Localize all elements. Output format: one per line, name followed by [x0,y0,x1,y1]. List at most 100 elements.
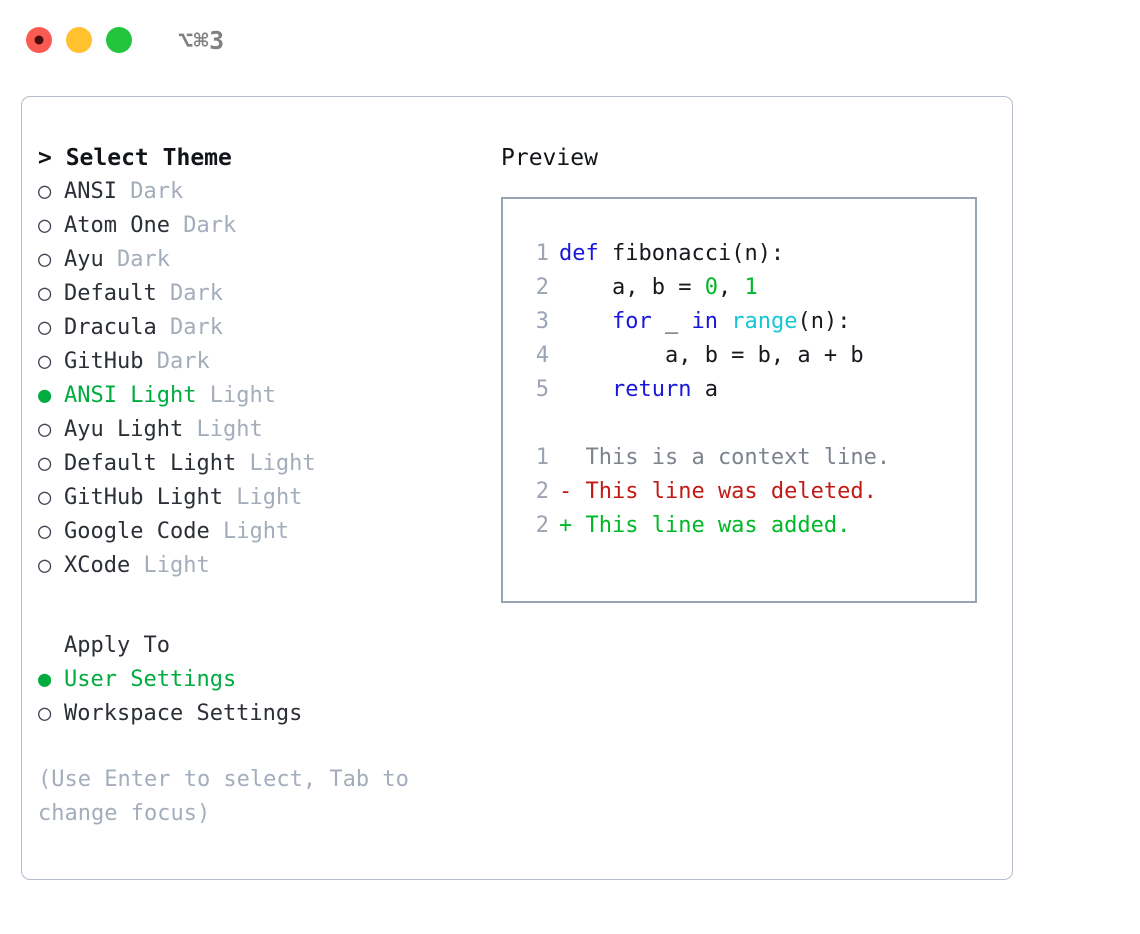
code-token-plain: a [691,377,718,402]
theme-variant-tag: Light [143,553,210,578]
keyboard-shortcut-label: ⌥⌘3 [178,25,225,55]
code-token-num: 0 [704,275,718,300]
code-token-ctx: This is a context line. [559,445,891,470]
diff-line: 2+ This line was added. [523,509,975,543]
theme-list: ○ANSI Dark○Atom One Dark○Ayu Dark○Defaul… [38,175,488,583]
section-spacer [38,583,488,629]
label-tag-separator [210,519,223,544]
theme-option-label: XCode [64,553,131,578]
code-token-plain [559,309,612,334]
code-token-kw: return [611,377,692,402]
line-number: 2 [535,513,549,538]
maximize-button[interactable] [106,27,132,53]
theme-option-github-light[interactable]: ○GitHub Light Light [38,481,488,515]
code-token-plain: (n): [797,309,851,334]
theme-selector-dialog: > Select Theme ○ANSI Dark○Atom One Dark○… [21,96,1013,880]
radio-unselected-icon: ○ [38,179,52,204]
label-tag-separator [157,315,170,340]
line-number: 1 [535,241,549,266]
theme-variant-tag: Dark [183,213,237,238]
apply-to-option-user-settings[interactable]: ● User Settings [38,663,488,697]
theme-option-label: Ayu Light [64,417,184,442]
theme-option-dracula[interactable]: ○Dracula Dark [38,311,488,345]
code-token-plain: , [717,275,745,300]
theme-option-ansi-light[interactable]: ● ANSI Light Light [38,379,488,413]
preview-title: Preview [501,145,598,171]
diff-line: 2 - This line was deleted. [523,475,975,509]
theme-option-google-code[interactable]: ○Google Code Light [38,515,488,549]
theme-option-label: Dracula [64,315,157,340]
line-number: 4 [535,343,549,368]
theme-variant-tag: Dark [169,315,223,340]
label-tag-separator [143,349,156,374]
apply-to-option-label: User Settings [64,667,237,692]
label-tag-separator [157,281,170,306]
theme-variant-tag: Light [236,485,303,510]
radio-selected-icon: ● [38,667,52,692]
apply-to-option-workspace-settings[interactable]: ○Workspace Settings [38,697,488,731]
theme-option-label: ANSI [64,179,117,204]
diff-sample: 1 This is a context line. 2 - This line wa… [523,441,975,543]
code-token-kw: def [559,241,599,266]
label-tag-separator [223,485,236,510]
theme-option-label: Default Light [64,451,237,476]
code-line: 2 a, b = 0, 1 [523,271,975,305]
theme-option-label: ANSI Light [64,383,197,408]
theme-variant-tag: Dark [156,349,210,374]
theme-variant-tag: Light [196,417,263,442]
radio-unselected-icon: ○ [38,417,52,442]
line-number: 2 [535,479,549,504]
theme-option-label: Ayu [64,247,104,272]
radio-selected-icon: ● [38,383,52,408]
theme-option-default[interactable]: ○Default Dark [38,277,488,311]
theme-option-ayu-light[interactable]: ○ Ayu Light Light [38,413,488,447]
code-token-del: - This line was deleted. [559,479,877,504]
theme-option-atom-one[interactable]: ○Atom One Dark [38,209,488,243]
code-token-plain: a, b = b, a + b [559,343,864,368]
radio-unselected-icon: ○ [38,553,52,578]
label-tag-separator [104,247,117,272]
label-tag-separator [130,553,143,578]
code-token-plain [559,377,612,402]
radio-unselected-icon: ○ [38,701,52,726]
line-number: 5 [535,377,549,402]
theme-option-label: Google Code [64,519,210,544]
close-button[interactable] [26,27,52,53]
radio-unselected-icon: ○ [38,281,52,306]
theme-option-label: Atom One [64,213,170,238]
theme-variant-tag: Dark [169,281,223,306]
code-token-kw: for [611,309,652,334]
code-token-num: 1 [744,275,758,300]
theme-variant-tag: Light [209,383,276,408]
theme-option-label: GitHub [64,349,144,374]
code-token-plain [718,309,731,334]
code-token-kw: in [691,309,718,334]
label-tag-separator [170,213,183,238]
radio-unselected-icon: ○ [38,451,52,476]
radio-unselected-icon: ○ [38,519,52,544]
theme-variant-tag: Dark [130,179,184,204]
window-controls [26,27,132,53]
theme-option-ayu[interactable]: ○Ayu Dark [38,243,488,277]
diff-line: 1 This is a context line. [523,441,975,475]
theme-option-github[interactable]: ○GitHub Dark [38,345,488,379]
keyboard-hint-text: (Use Enter to select, Tab to change focu… [38,767,423,826]
minimize-button[interactable] [66,27,92,53]
line-number: 3 [535,309,549,334]
theme-variant-tag: Dark [117,247,170,272]
theme-option-xcode[interactable]: ○ XCode Light [38,549,488,583]
label-tag-separator [117,179,130,204]
code-token-plain: a, b = [559,275,705,300]
theme-option-ansi[interactable]: ○ ANSI Dark [38,175,488,209]
code-diff-gap [523,407,975,441]
code-token-plain: _ [651,309,692,334]
theme-option-default-light[interactable]: ○ Default Light Light [38,447,488,481]
theme-variant-tag: Light [249,451,316,476]
code-token-fn: range [731,309,798,334]
radio-unselected-icon: ○ [38,485,52,510]
label-tag-separator [236,451,249,476]
select-theme-header: > Select Theme [38,145,232,171]
